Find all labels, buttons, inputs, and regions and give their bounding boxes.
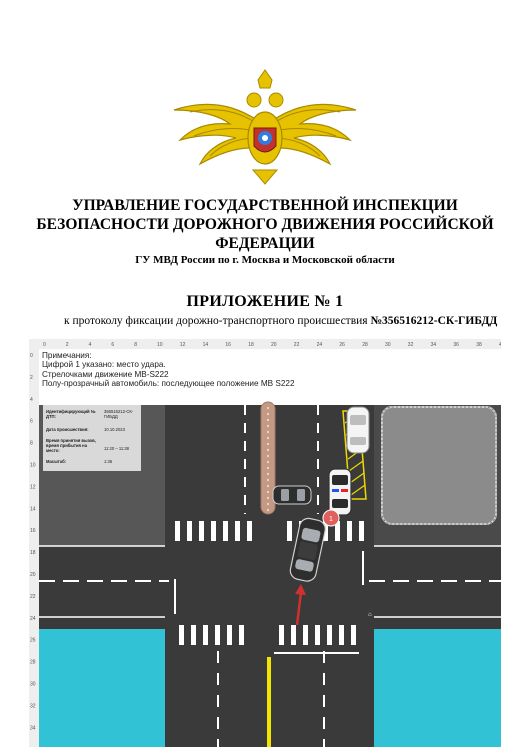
- sidewalk-left: [39, 629, 165, 747]
- ruler-tick-label: 0: [30, 353, 33, 359]
- ruler-left: [29, 339, 39, 747]
- crosswalk-bottom: [179, 625, 356, 645]
- mvd-emblem: [173, 69, 357, 185]
- ruler-tick-label: 22: [294, 342, 300, 348]
- ruler-tick-label: 10: [30, 463, 36, 469]
- ruler-tick-label: 38: [476, 342, 482, 348]
- header-line-2: БЕЗОПАСНОСТИ ДОРОЖНОГО ДВИЖЕНИЯ РОССИЙСК…: [36, 216, 494, 233]
- ruler-tick-label: 6: [111, 342, 114, 348]
- ruler-tick-label: 4: [89, 342, 92, 348]
- note-line: Цифрой 1 указано: место удара.: [42, 360, 166, 370]
- movement-arrow: [295, 584, 306, 626]
- header-subtitle: ГУ МВД России по г. Москва и Московской …: [135, 254, 395, 266]
- ruler-tick-label: 14: [30, 506, 36, 512]
- impact-label: 1: [329, 516, 333, 523]
- ruler-tick-label: 26: [30, 638, 36, 644]
- header-line-1: УПРАВЛЕНИЕ ГОСУДАРСТВЕННОЙ ИНСПЕКЦИИ: [72, 197, 458, 214]
- ruler-tick-label: 16: [30, 528, 36, 534]
- car-police: [328, 468, 352, 516]
- car-mb-s222: [289, 517, 326, 582]
- ruler-tick-label: 8: [30, 441, 33, 447]
- note-line: Полу-прозрачный автомобиль: последующее …: [42, 378, 295, 388]
- header-line-3: ФЕДЕРАЦИИ: [215, 235, 315, 252]
- ruler-tick-label: 0: [43, 342, 46, 348]
- parking-texture: [381, 406, 497, 525]
- protocol-number: №356516212-СК-ГИБДД: [370, 315, 498, 327]
- ruler-tick-label: 30: [385, 342, 391, 348]
- ruler-tick-label: 28: [30, 660, 36, 666]
- ruler-tick-label: 34: [431, 342, 437, 348]
- ruler-tick-label: 40: [499, 342, 501, 348]
- ruler-tick-label: 2: [30, 375, 33, 381]
- ruler-tick-label: 8: [134, 342, 137, 348]
- ruler-tick-label: 6: [30, 419, 33, 425]
- sidewalk-right: [374, 629, 501, 747]
- scheme-notes: Примечания: Цифрой 1 указано: место удар…: [42, 351, 295, 388]
- ruler-tick-label: 24: [30, 616, 36, 622]
- appendix-title: ПРИЛОЖЕНИЕ № 1: [186, 293, 344, 310]
- ruler-tick-label: 34: [30, 725, 36, 731]
- parking-lot: [381, 406, 497, 525]
- ruler-tick-label: 16: [225, 342, 231, 348]
- incident-info-card: Идентифицирующий № ДТП: 356516212-СК-ГИБ…: [43, 405, 141, 471]
- ruler-tick-label: 26: [339, 342, 345, 348]
- central-shield: [253, 127, 277, 153]
- note-line: Стрелочками движение MB-S222: [42, 369, 169, 379]
- car-white-suv: [346, 406, 370, 454]
- impact-marker: [322, 509, 340, 527]
- ruler-tick-label: 12: [30, 484, 36, 490]
- ruler-tick-label: 20: [30, 572, 36, 578]
- eagle-body: [246, 69, 284, 185]
- ruler-tick-label: 18: [30, 550, 36, 556]
- ruler-tick-label: 2: [66, 342, 69, 348]
- left-wing: [173, 103, 266, 166]
- median-strip: [260, 401, 276, 515]
- ruler-tick-label: 18: [248, 342, 254, 348]
- ruler-tick-label: 32: [30, 703, 36, 709]
- car-dark-sedan: [272, 485, 312, 505]
- ruler-tick-label: 4: [30, 397, 33, 403]
- ruler-tick-label: 14: [203, 342, 209, 348]
- ruler-tick-label: 32: [408, 342, 414, 348]
- road-sign-icon: ⌂: [368, 612, 372, 618]
- ruler-tick-label: 12: [180, 342, 186, 348]
- ruler-tick-label: 22: [30, 594, 36, 600]
- ruler-tick-label: 30: [30, 682, 36, 688]
- ruler-tick-label: 10: [157, 342, 163, 348]
- ruler-tick-label: 24: [317, 342, 323, 348]
- appendix-subtitle: к протоколу фиксации дорожно-транспортно…: [64, 315, 497, 327]
- ruler-tick-label: 36: [453, 342, 459, 348]
- note-line: Примечания:: [42, 351, 92, 360]
- ruler-tick-label: 28: [362, 342, 368, 348]
- ruler-tick-label: 20: [271, 342, 277, 348]
- appendix-subtitle-prefix: к протоколу фиксации дорожно-транспортно…: [64, 315, 371, 327]
- ruler-top: [29, 339, 501, 349]
